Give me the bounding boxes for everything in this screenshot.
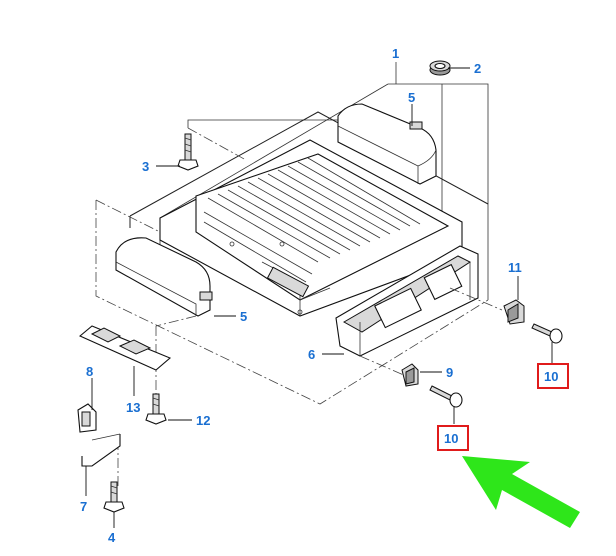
screw-10-upper — [531, 323, 563, 344]
bracket-8 — [77, 403, 97, 433]
callout-9: 9 — [446, 365, 453, 380]
highlight-callout-10-upper: 10 — [537, 363, 569, 389]
clip-11 — [503, 299, 525, 325]
assembly-lines — [95, 127, 503, 486]
clip-9 — [401, 363, 419, 387]
callout-5-left: 5 — [240, 309, 247, 324]
bolt-12 — [145, 393, 167, 425]
callout-2: 2 — [474, 61, 481, 76]
callout-10-lower: 10 — [444, 431, 458, 446]
callout-5-right: 5 — [408, 90, 415, 105]
grommet-2 — [429, 60, 451, 76]
floor-ribs — [203, 157, 421, 283]
screw-10-lower — [429, 385, 463, 408]
wheel-arch-left — [115, 237, 213, 317]
floor-panel — [129, 111, 489, 317]
bracket-7 — [81, 433, 121, 467]
leader-lines — [85, 67, 553, 528]
bolt-3 — [177, 133, 199, 171]
callout-12: 12 — [196, 413, 210, 428]
green-arrow-icon — [462, 456, 580, 528]
callout-6: 6 — [308, 347, 315, 362]
callout-7: 7 — [80, 499, 87, 514]
callout-3: 3 — [142, 159, 149, 174]
callout-4: 4 — [108, 530, 116, 545]
callout-10-upper: 10 — [544, 369, 558, 384]
callout-11: 11 — [508, 260, 522, 275]
wheel-arch-right — [337, 103, 437, 185]
callout-13: 13 — [126, 400, 140, 415]
bolt-4 — [103, 481, 125, 513]
rear-panel — [335, 245, 479, 357]
bracket-plate-13 — [78, 325, 172, 371]
callout-1: 1 — [392, 46, 399, 61]
callout-8: 8 — [86, 364, 93, 379]
highlight-callout-10-lower: 10 — [437, 425, 469, 451]
